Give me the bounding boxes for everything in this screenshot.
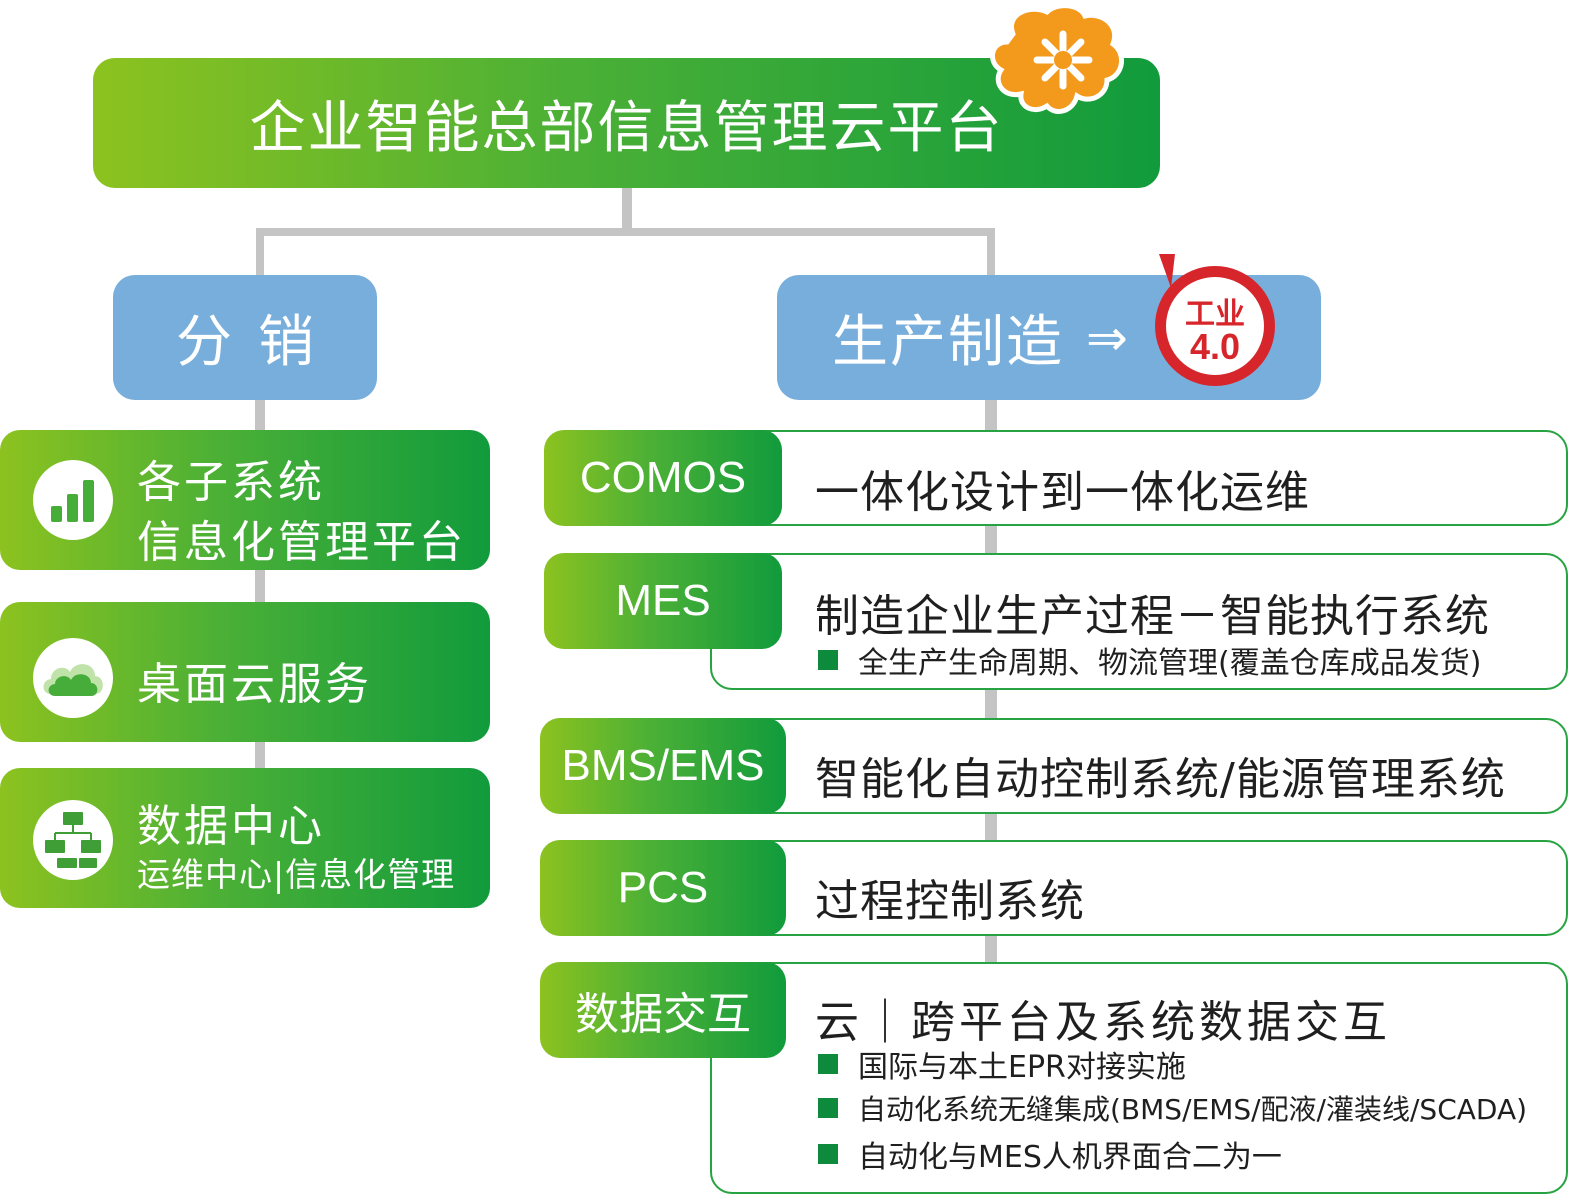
bullet-square-icon: [818, 1144, 838, 1164]
left-box-desktop-cloud: 桌面云服务: [0, 602, 490, 742]
row-mes-bullet-1-text: 全生产生命周期、物流管理(覆盖仓库成品发货): [858, 646, 1482, 681]
cloud-icon: [43, 664, 103, 696]
connector-left-column: [255, 398, 265, 778]
row-data-bullet-2-text: 自动化系统无缝集成(BMS/EMS/配液/灌装线/SCADA): [858, 1093, 1528, 1126]
row-title-data-exchange: 云｜跨平台及系统数据交互: [815, 997, 1391, 1048]
distribution-label: 分销: [176, 310, 340, 375]
distribution-header: 分销: [113, 275, 377, 400]
bullet-square-icon: [818, 1098, 838, 1118]
row-mes-bullet-1: 全生产生命周期、物流管理(覆盖仓库成品发货): [818, 638, 1481, 682]
bullet-square-icon: [818, 1054, 838, 1074]
row-frame-mes: [710, 553, 1568, 690]
row-label-pcs-text: PCS: [617, 863, 709, 912]
row-data-bullet-3-text: 自动化与MES人机界面合二为一: [858, 1140, 1282, 1175]
row-label-data-exchange: 数据交互: [540, 962, 786, 1058]
row-frame-data-exchange: [710, 962, 1568, 1194]
row-data-bullet-1: 国际与本土EPR对接实施: [818, 1042, 1186, 1086]
arrow-right-icon: ⇒: [1086, 308, 1128, 367]
network-computers-icon: [45, 812, 101, 868]
row-frame-pcs: [710, 840, 1568, 936]
network-icon-circle: [33, 800, 113, 880]
row-label-mes: MES: [544, 553, 782, 649]
row-label-pcs: PCS: [540, 840, 786, 936]
industry-4-badge: 工业 4.0: [1155, 254, 1275, 386]
row-label-bms-text: BMS/EMS: [561, 741, 765, 790]
badge-line1: 工业: [1185, 297, 1245, 332]
cloud-icon-circle: [33, 638, 113, 718]
left-box-subsystems-line2: 信息化管理平台: [137, 517, 466, 568]
row-label-comos: COMOS: [544, 430, 782, 526]
row-frame-comos: [710, 430, 1568, 526]
brain-icon: [990, 4, 1124, 114]
left-box-datacenter-line1: 数据中心: [137, 801, 325, 852]
row-title-comos: 一体化设计到一体化运维: [815, 467, 1310, 518]
bullet-square-icon: [818, 650, 838, 670]
bar-chart-icon-circle: [33, 460, 113, 540]
platform-title: 企业智能总部信息管理云平台: [249, 95, 1004, 161]
row-title-bms: 智能化自动控制系统/能源管理系统: [815, 754, 1506, 805]
platform-title-box: 企业智能总部信息管理云平台: [93, 58, 1160, 188]
row-frame-bms: [710, 718, 1568, 814]
badge-line2: 4.0: [1190, 326, 1240, 367]
manufacturing-label: 生产制造: [832, 310, 1064, 375]
connector-top-horizontal: [256, 228, 995, 236]
row-label-mes-text: MES: [615, 576, 711, 625]
left-box-subsystems-line1: 各子系统: [137, 457, 325, 508]
bar-chart-icon: [51, 480, 94, 522]
row-label-data-exchange-text: 数据交互: [575, 989, 751, 1040]
row-data-bullet-2: 自动化系统无缝集成(BMS/EMS/配液/灌装线/SCADA): [818, 1088, 1527, 1128]
row-label-bms: BMS/EMS: [540, 718, 786, 814]
left-box-datacenter-line2: 运维中心|信息化管理: [137, 855, 456, 894]
row-label-comos-text: COMOS: [579, 453, 747, 502]
connector-right-drop: [987, 228, 995, 278]
left-box-desktop-cloud-label: 桌面云服务: [137, 659, 372, 710]
row-title-pcs: 过程控制系统: [815, 876, 1085, 927]
left-box-datacenter: 数据中心 运维中心|信息化管理: [0, 768, 490, 908]
connector-left-drop: [256, 228, 264, 278]
left-box-subsystems: 各子系统 信息化管理平台: [0, 430, 490, 570]
row-data-bullet-3: 自动化与MES人机界面合二为一: [818, 1132, 1282, 1176]
row-data-bullet-1-text: 国际与本土EPR对接实施: [858, 1050, 1186, 1085]
row-title-mes: 制造企业生产过程－智能执行系统: [815, 591, 1490, 642]
connector-top-trunk: [622, 186, 632, 232]
